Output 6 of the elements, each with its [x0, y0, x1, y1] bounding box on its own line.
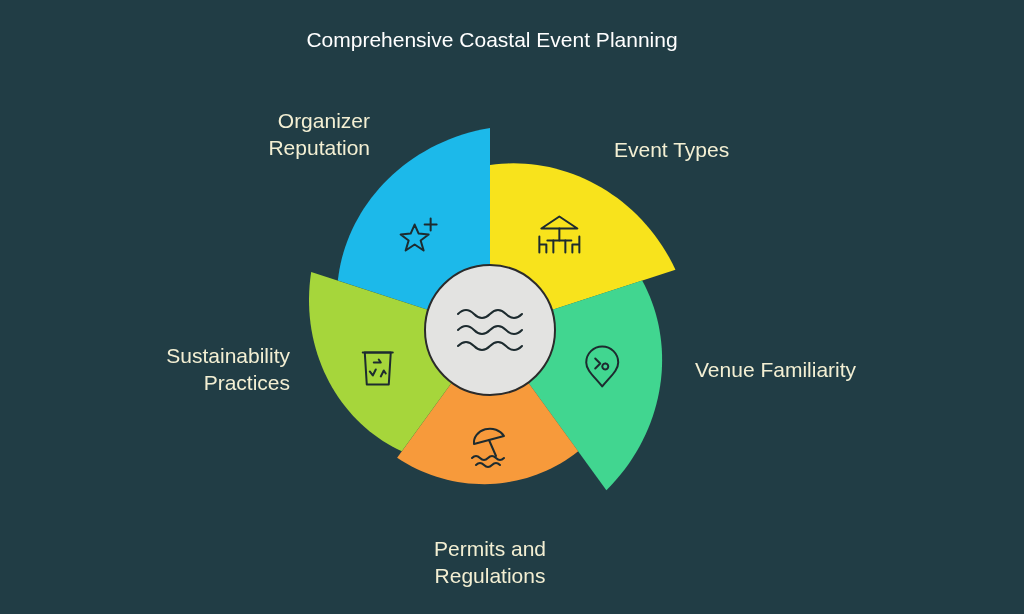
- segment-label: Permits and Regulations: [432, 536, 547, 589]
- segment-label: Sustainability Practices: [165, 343, 290, 396]
- segment-label: Organizer Reputation: [267, 108, 370, 161]
- segment-label: Venue Familiarity: [695, 357, 858, 383]
- diagram-title: Comprehensive Coastal Event Planning: [305, 27, 679, 53]
- segment-label: Event Types: [614, 137, 731, 163]
